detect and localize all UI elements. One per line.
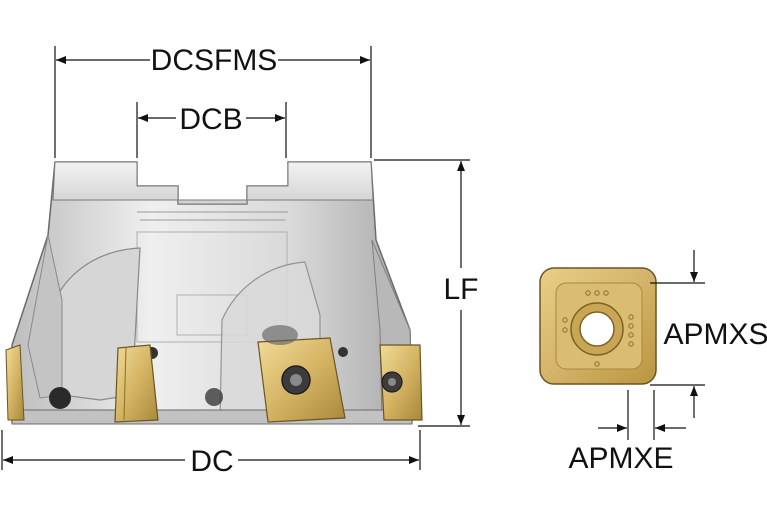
apmxe-label: APMXE	[568, 442, 673, 475]
torx-screw-center	[388, 378, 396, 386]
cutter-top-face	[52, 161, 374, 205]
coolant-hole-icon	[49, 387, 71, 409]
lf-label: LF	[443, 273, 478, 306]
insert-bore	[579, 311, 615, 347]
cutter-bottom-rim	[11, 409, 413, 425]
coolant-hole-icon	[205, 388, 223, 406]
chip-pocket-left-shade	[27, 234, 63, 399]
dimension-lines	[1, 46, 705, 470]
cutting-insert-left-edge	[5, 344, 25, 421]
coolant-hole-icon	[338, 347, 348, 357]
torx-screw-center	[290, 374, 302, 386]
cutting-insert-1	[114, 344, 159, 423]
insert-seat-shadow	[262, 325, 298, 345]
insert-edge-line	[123, 347, 127, 421]
insert-marking-dots	[562, 290, 634, 367]
milling-cutter-body	[5, 161, 423, 425]
dcsfms-label: DCSFMS	[151, 44, 278, 77]
dc-label: DC	[190, 445, 233, 478]
dcb-label: DCB	[179, 103, 242, 136]
square-cutting-insert	[539, 267, 657, 385]
apmxs-label: APMXS	[663, 318, 767, 351]
